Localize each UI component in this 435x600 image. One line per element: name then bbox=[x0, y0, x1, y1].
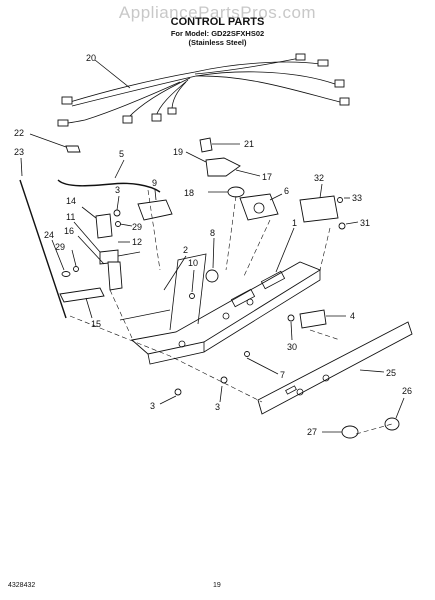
screw-part bbox=[113, 209, 121, 217]
tube-part bbox=[57, 179, 161, 193]
callout-11: 11 bbox=[66, 212, 75, 222]
page-number: 19 bbox=[213, 582, 221, 589]
callout-22: 22 bbox=[14, 128, 24, 138]
model-line: For Model: GD22SFXHS02 bbox=[170, 29, 265, 38]
socket-21 bbox=[199, 137, 213, 153]
callout-10: 10 bbox=[188, 258, 198, 268]
callout-8: 8 bbox=[210, 228, 215, 238]
bracket-32 bbox=[299, 195, 339, 223]
screw-part bbox=[174, 388, 182, 396]
knob-27 bbox=[341, 425, 359, 439]
knob-8 bbox=[205, 269, 219, 283]
bracket-15 bbox=[59, 287, 105, 303]
callout-30: 30 bbox=[287, 342, 297, 352]
callout-33: 33 bbox=[352, 193, 362, 203]
callout-20: 20 bbox=[86, 53, 96, 63]
callout-23: 23 bbox=[14, 147, 24, 157]
drain-rod bbox=[19, 179, 67, 319]
wiring-harness bbox=[57, 53, 350, 127]
callout-29-upper: 29 bbox=[132, 222, 142, 232]
lamp-socket-17 bbox=[205, 157, 241, 177]
diagram-title: CONTROL PARTS bbox=[170, 16, 265, 28]
screw-part bbox=[220, 376, 228, 384]
control-housing-1 bbox=[119, 253, 321, 365]
callout-5: 5 bbox=[119, 149, 124, 159]
callout-26: 26 bbox=[402, 386, 412, 396]
callout-31: 31 bbox=[360, 218, 370, 228]
knob-26 bbox=[384, 417, 400, 431]
nut-31 bbox=[338, 222, 346, 230]
clip-part bbox=[65, 145, 81, 153]
control-panel-25 bbox=[257, 321, 413, 415]
callout-1: 1 bbox=[292, 218, 297, 228]
switch-4 bbox=[299, 309, 327, 329]
watermark: AppliancePartsPros.com bbox=[118, 3, 317, 22]
callout-9: 9 bbox=[152, 178, 157, 188]
callout-3-mid: 3 bbox=[215, 402, 220, 412]
callout-15: 15 bbox=[91, 319, 101, 329]
callout-2: 2 bbox=[183, 245, 188, 255]
callout-6: 6 bbox=[284, 186, 289, 196]
variant-line: (Stainless Steel) bbox=[188, 38, 247, 47]
callout-25: 25 bbox=[386, 368, 396, 378]
callout-7: 7 bbox=[280, 370, 285, 380]
callout-19: 19 bbox=[173, 147, 183, 157]
callout-12: 12 bbox=[132, 237, 142, 247]
callout-16: 16 bbox=[64, 226, 74, 236]
doc-number: 4328432 bbox=[8, 582, 36, 589]
callout-17: 17 bbox=[262, 172, 272, 182]
callout-24: 24 bbox=[44, 230, 54, 240]
callout-32: 32 bbox=[314, 173, 324, 183]
callout-14: 14 bbox=[66, 196, 76, 206]
callout-18: 18 bbox=[184, 188, 194, 198]
callout-29-lower: 29 bbox=[55, 242, 65, 252]
callout-27: 27 bbox=[307, 427, 317, 437]
callout-3-left: 3 bbox=[150, 401, 155, 411]
bracket-14 bbox=[95, 213, 113, 239]
timer-6 bbox=[239, 193, 279, 221]
callout-3-upper: 3 bbox=[115, 185, 120, 195]
bulb-18 bbox=[227, 186, 245, 198]
switch-9 bbox=[137, 199, 173, 221]
callout-4: 4 bbox=[350, 311, 355, 321]
callout-21: 21 bbox=[244, 139, 254, 149]
